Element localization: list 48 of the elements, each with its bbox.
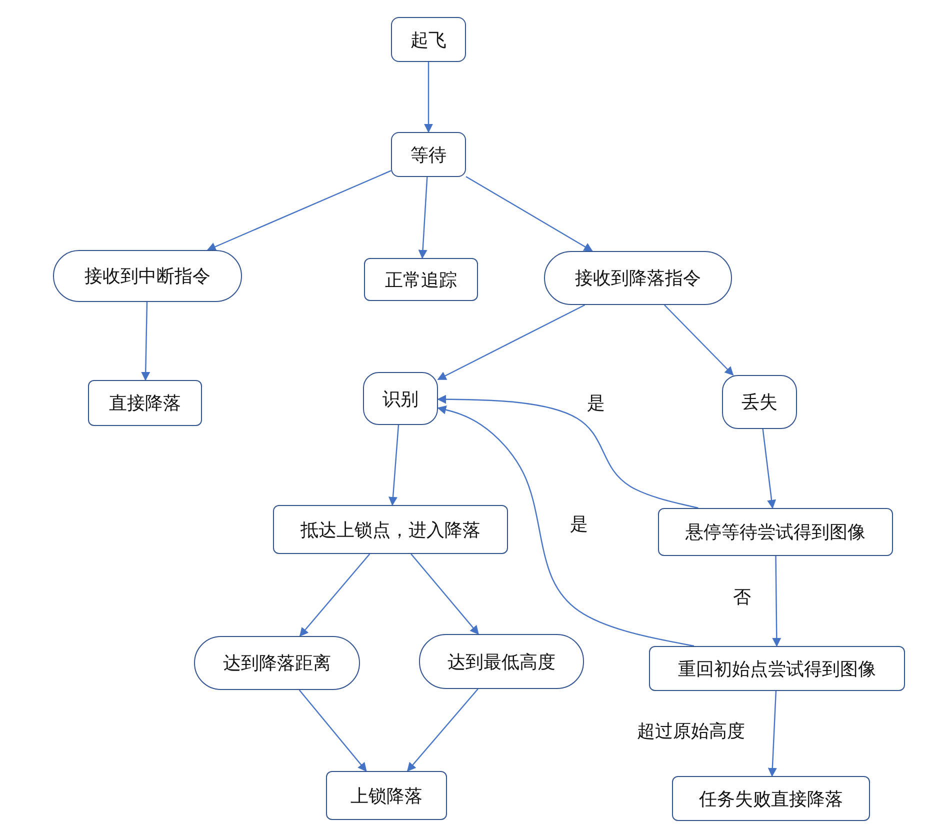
node-text: 丢失 (742, 391, 778, 414)
arrow (664, 304, 734, 376)
arrow (437, 405, 694, 647)
arrow (406, 688, 478, 772)
process-box (391, 132, 466, 177)
node-text: 重回初始点尝试得到图像 (678, 658, 876, 680)
arrow (437, 394, 698, 509)
process-box (363, 372, 438, 425)
process-box (419, 634, 584, 689)
arrow (418, 176, 428, 259)
node-text: 直接降落 (109, 392, 181, 415)
arrow (762, 428, 776, 509)
node-text: 抵达上锁点，进入降落 (300, 518, 480, 542)
arrow (768, 690, 777, 777)
process-box (391, 17, 466, 62)
edge-label: 超过原始高度 (637, 719, 745, 743)
arrow (298, 690, 367, 772)
arrow (388, 424, 400, 506)
node-text: 正常追踪 (385, 268, 457, 292)
process-box (364, 258, 478, 301)
process-box (649, 646, 905, 691)
process-box (326, 771, 447, 820)
node-text: 达到降落距离 (223, 652, 331, 675)
process-box (722, 375, 797, 429)
node-text: 起飞 (410, 28, 446, 52)
arrow (437, 304, 586, 380)
node-text: 接收到中断指令 (84, 265, 210, 288)
node-text: 任务失败直接降落 (699, 788, 843, 810)
process-box (194, 636, 360, 690)
process-box (273, 505, 508, 554)
arrow (299, 554, 370, 637)
arrow (772, 556, 782, 647)
node-text: 上锁降落 (350, 784, 422, 808)
process-box (53, 250, 242, 302)
arrow (206, 170, 392, 251)
node-text: 悬停等待尝试得到图像 (686, 521, 866, 544)
arrow (466, 176, 593, 252)
node-text: 等待 (410, 144, 446, 166)
node-text: 达到最低高度 (448, 650, 556, 674)
node-text: 接收到降落指令 (575, 267, 701, 290)
arrow (424, 62, 433, 133)
arrow (141, 302, 150, 381)
process-box (88, 380, 202, 426)
arrow (410, 554, 479, 635)
process-box (658, 508, 893, 556)
process-box (672, 776, 870, 821)
node-text: 识别 (382, 388, 418, 410)
process-box (544, 251, 732, 305)
